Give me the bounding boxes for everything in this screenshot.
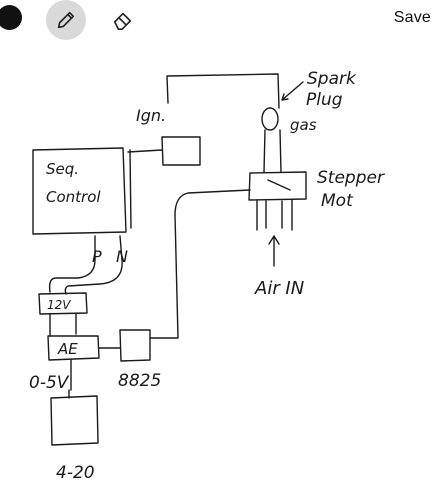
current-label: 4-20	[56, 463, 95, 483]
spark-plug-shape	[261, 107, 279, 131]
ignition-wire	[166, 73, 280, 109]
p-label: P	[92, 247, 102, 266]
spark-plug-arrow	[281, 81, 304, 101]
12v-box	[38, 292, 88, 315]
seq-control-box	[32, 147, 127, 235]
voltage-label: 0-5V	[29, 373, 70, 393]
4-20-box	[50, 395, 99, 446]
gas-label: gas	[290, 116, 317, 134]
n-wire	[64, 235, 123, 295]
stepper-label-line1: Stepper	[317, 168, 385, 188]
spark-plug-label-line2: Plug	[306, 90, 343, 110]
sketch-drawing: Spark Plug gas Ign. Seq. Control Stepper…	[29, 69, 385, 483]
gas-pipe-right	[279, 129, 282, 173]
stepper-label-line2: Mot	[321, 191, 354, 211]
driver-8825-label: 8825	[118, 371, 161, 391]
spark-plug-label-line1: Spark	[307, 69, 357, 89]
color-swatch[interactable]	[0, 5, 22, 30]
gas-pipe-left	[263, 129, 266, 173]
stepper-valve-line	[267, 179, 291, 191]
air-in-arrow	[268, 235, 280, 267]
driver-8825-box	[119, 329, 151, 362]
seq-control-label-line1: Seq.	[46, 160, 79, 178]
drawing-toolbar: Save	[0, 0, 437, 40]
stepper-motor-box	[248, 171, 307, 201]
air-in-label: Air IN	[254, 278, 304, 299]
p-wire	[48, 235, 96, 293]
12v-label: 12V	[47, 298, 71, 312]
ae-label: AE	[57, 340, 78, 358]
ign-label: Ign.	[136, 106, 166, 125]
eraser-icon	[113, 12, 132, 30]
ae-box	[47, 335, 100, 361]
stepper-driver-wire	[149, 189, 251, 339]
n-label: N	[116, 247, 128, 266]
save-button[interactable]: Save	[393, 9, 431, 26]
ignition-box	[161, 136, 201, 166]
pencil-icon	[57, 11, 75, 29]
drawing-canvas[interactable]: Spark Plug gas Ign. Seq. Control Stepper…	[0, 40, 437, 500]
eraser-tool-button[interactable]	[103, 0, 143, 40]
seq-control-label-line2: Control	[46, 188, 101, 206]
pen-tool-button[interactable]	[46, 0, 86, 40]
